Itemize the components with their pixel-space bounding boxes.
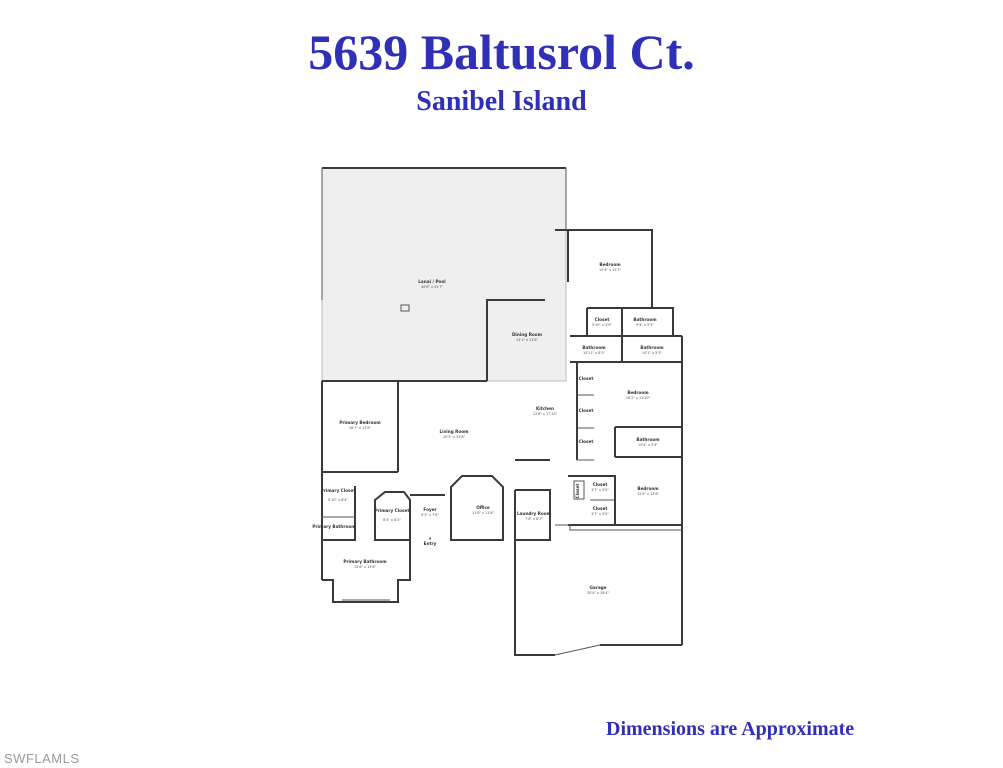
dims-closet-e: 3'7" x 3'0" — [591, 512, 609, 516]
label-primary-bedroom: Primary Bedroom — [339, 420, 381, 425]
label-foyer: Foyer — [423, 507, 437, 512]
label-bedroom-3: Bedroom — [637, 486, 659, 491]
label-closet-c: Closet — [579, 439, 594, 444]
dims-primary-bedroom: 16'7" x 17'8" — [349, 426, 372, 430]
lanai-column — [400, 304, 410, 312]
label-bathroom-4: Bathroom — [636, 437, 660, 442]
dims-closet-1: 5'10" x 3'9" — [592, 323, 612, 327]
label-entry: Entry — [424, 541, 437, 546]
label-office: Office — [476, 505, 490, 510]
label-laundry: Laundry Room — [517, 511, 552, 516]
label-closet-1: Closet — [595, 317, 610, 322]
label-bathroom-3: Bathroom — [640, 345, 664, 350]
label-closet-f: Closet — [575, 484, 580, 499]
dims-bedroom-2: 16'2" x 11'10" — [626, 396, 651, 400]
label-bedroom-2: Bedroom — [627, 390, 649, 395]
dims-closet-d: 3'7" x 3'0" — [591, 488, 609, 492]
watermark: SWFLAMLS — [4, 751, 80, 766]
label-closet-d: Closet — [593, 482, 608, 487]
dimensions-note: Dimensions are Approximate — [606, 718, 855, 740]
dims-primary-closet-2: 8'4" x 8'2" — [383, 518, 401, 522]
linen-closet — [573, 480, 585, 500]
dims-office: 11'8" x 11'8" — [472, 511, 495, 515]
dims-bathroom-2: 10'11" x 8'3" — [583, 351, 606, 355]
label-dining: Dining Room — [512, 332, 543, 337]
label-primary-bathroom: Primary Bathroom — [343, 559, 387, 564]
property-address: 5639 Baltusrol Ct. — [308, 24, 695, 80]
dims-primary-closet-1: 5'10" x 8'4" — [328, 498, 348, 502]
dims-bathroom-3: 10'1" x 5'3" — [642, 351, 662, 355]
dims-garage: 30'4" x 28'4" — [587, 591, 610, 595]
label-closet-e: Closet — [593, 506, 608, 511]
label-kitchen: Kitchen — [536, 406, 554, 411]
lanai-area — [321, 167, 567, 382]
dims-bedroom-1: 15'4" x 15'2" — [599, 268, 622, 272]
dims-bathroom-4: 10'4" x 5'4" — [638, 443, 658, 447]
label-closet-b: Closet — [579, 408, 594, 413]
dims-foyer: 9'3" x 7'6" — [421, 513, 439, 517]
label-lanai: Lanai / Pool — [418, 279, 446, 284]
entry-arrow-icon: ▲ — [429, 536, 432, 540]
dims-bathroom-1: 9'4" x 5'3" — [636, 323, 654, 327]
dims-lanai: 40'8" x 41'7" — [421, 285, 444, 289]
dims-primary-bathroom: 15'8" x 15'8" — [354, 565, 377, 569]
label-closet-a: Closet — [579, 376, 594, 381]
dims-living: 20'3" x 25'8" — [443, 435, 466, 439]
label-bathroom-2: Bathroom — [582, 345, 606, 350]
label-primary-closet-2: Primary Closet — [375, 508, 410, 513]
property-city: Sanibel Island — [416, 86, 587, 117]
dims-laundry: 7'6" x 8'7" — [525, 517, 543, 521]
label-bathroom-1: Bathroom — [633, 317, 657, 322]
dims-bedroom-3: 12'0" x 13'6" — [637, 492, 660, 496]
label-primary-closet-1: Primary Closet — [321, 488, 356, 493]
label-primary-bath-small: Primary Bathroom — [312, 524, 356, 529]
label-bedroom-1: Bedroom — [599, 262, 621, 267]
label-living: Living Room — [439, 429, 469, 434]
label-garage: Garage — [590, 585, 607, 590]
dims-kitchen: 12'8" x 17'10" — [533, 412, 558, 416]
dims-dining: 13'1" x 13'8" — [516, 338, 539, 342]
